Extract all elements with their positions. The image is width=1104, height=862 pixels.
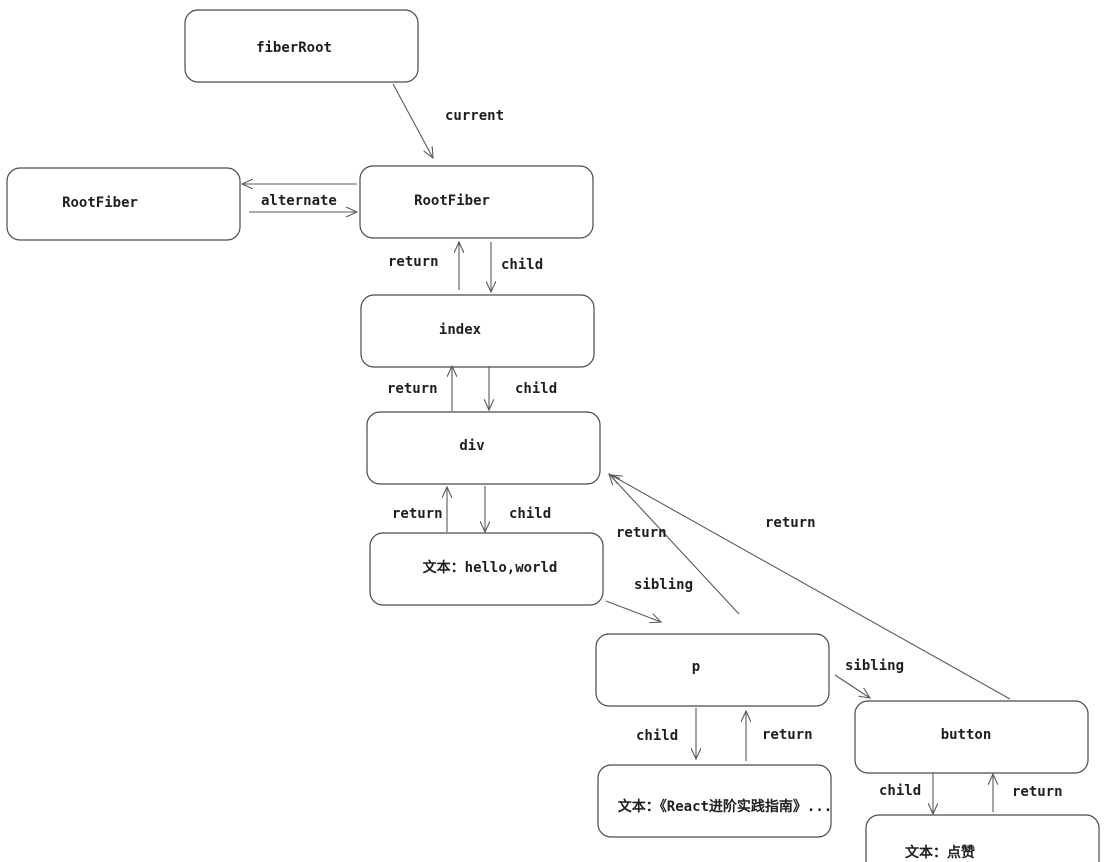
node-label: fiberRoot	[256, 40, 332, 56]
edge-label-return: return	[1012, 784, 1063, 800]
node-rootfiber-alternate: RootFiber	[6, 167, 241, 241]
edge-label-return: return	[388, 254, 439, 270]
edge-label-sibling: sibling	[634, 577, 693, 593]
edge-label-current: current	[445, 108, 504, 124]
edge-label-child: child	[636, 728, 678, 744]
edge-current-arrow	[392, 83, 433, 158]
edge-label-return-p: return	[616, 525, 667, 541]
node-label: p	[692, 659, 700, 675]
node-text-like: 文本：点赞	[865, 814, 1100, 862]
node-label: index	[439, 322, 482, 338]
edge-label-child: child	[879, 783, 921, 799]
edge-label-alternate: alternate	[261, 193, 337, 209]
edge-sibling-p-button	[834, 674, 870, 698]
edge-sibling-text-p	[605, 600, 661, 622]
node-div: div	[366, 411, 601, 485]
node-fiberroot: fiberRoot	[184, 9, 419, 83]
edge-label-return-button: return	[765, 515, 816, 531]
node-text-hello: 文本：hello,world	[369, 532, 604, 606]
edge-label-return: return	[392, 506, 443, 522]
node-label: 文本：hello,world	[423, 559, 558, 576]
node-label: 文本：《React进阶实践指南》...	[618, 798, 832, 815]
node-index: index	[360, 294, 595, 368]
edge-label-child: child	[509, 506, 551, 522]
edge-label-return: return	[762, 727, 813, 743]
node-label: 文本：点赞	[905, 844, 975, 861]
node-text-react: 文本：《React进阶实践指南》...	[597, 764, 832, 838]
edge-return-p-div	[609, 474, 740, 615]
edge-label-child: child	[501, 257, 543, 273]
node-label: RootFiber	[414, 193, 490, 209]
edge-return-button-div	[611, 475, 1011, 700]
node-label: div	[459, 438, 484, 454]
node-label: button	[941, 727, 992, 743]
edge-label-child: child	[515, 381, 557, 397]
edge-label-sibling: sibling	[845, 658, 904, 674]
node-button: button	[854, 700, 1089, 774]
edge-label-return: return	[387, 381, 438, 397]
node-p: p	[595, 633, 830, 707]
node-rootfiber: RootFiber	[359, 165, 594, 239]
node-label: RootFiber	[62, 195, 138, 211]
